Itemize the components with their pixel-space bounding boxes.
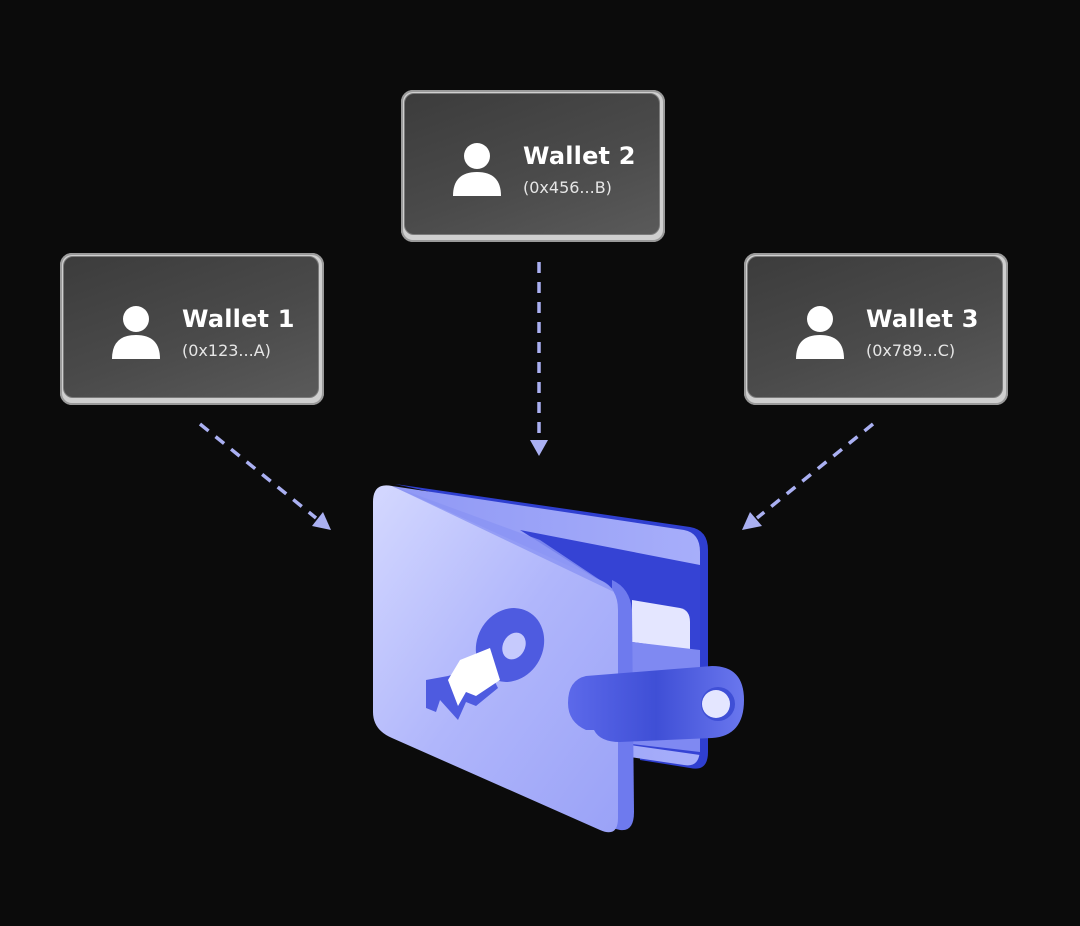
- wallet-card-3[interactable]: Wallet 3 (0x789...C): [744, 253, 1008, 405]
- wallet-address: (0x456...B): [523, 178, 612, 197]
- arrowhead-1: [312, 512, 331, 530]
- arrowhead-2: [530, 440, 548, 456]
- wallet-address: (0x789...C): [866, 341, 956, 360]
- wallet-name: Wallet 3: [866, 305, 979, 333]
- wallet-name: Wallet 1: [182, 305, 295, 333]
- user-icon: [453, 143, 501, 196]
- wallet-card-face: Wallet 1 (0x123...A): [63, 256, 319, 398]
- wallet-card-face: Wallet 2 (0x456...B): [404, 93, 660, 235]
- wallet-card-1[interactable]: Wallet 1 (0x123...A): [60, 253, 324, 405]
- arrow-wallet-1: [198, 422, 318, 520]
- user-icon: [112, 306, 160, 359]
- arrow-wallet-3: [755, 422, 875, 520]
- arrowhead-3: [742, 512, 762, 530]
- clasp-strap: [568, 666, 744, 742]
- wallet-illustration: [373, 484, 744, 833]
- key-icon: [426, 608, 545, 720]
- wallet-card-face: Wallet 3 (0x789...C): [747, 256, 1003, 398]
- wallet-name: Wallet 2: [523, 142, 636, 170]
- wallet-card-2[interactable]: Wallet 2 (0x456...B): [401, 90, 665, 242]
- wallet-address: (0x123...A): [182, 341, 271, 360]
- user-icon: [796, 306, 844, 359]
